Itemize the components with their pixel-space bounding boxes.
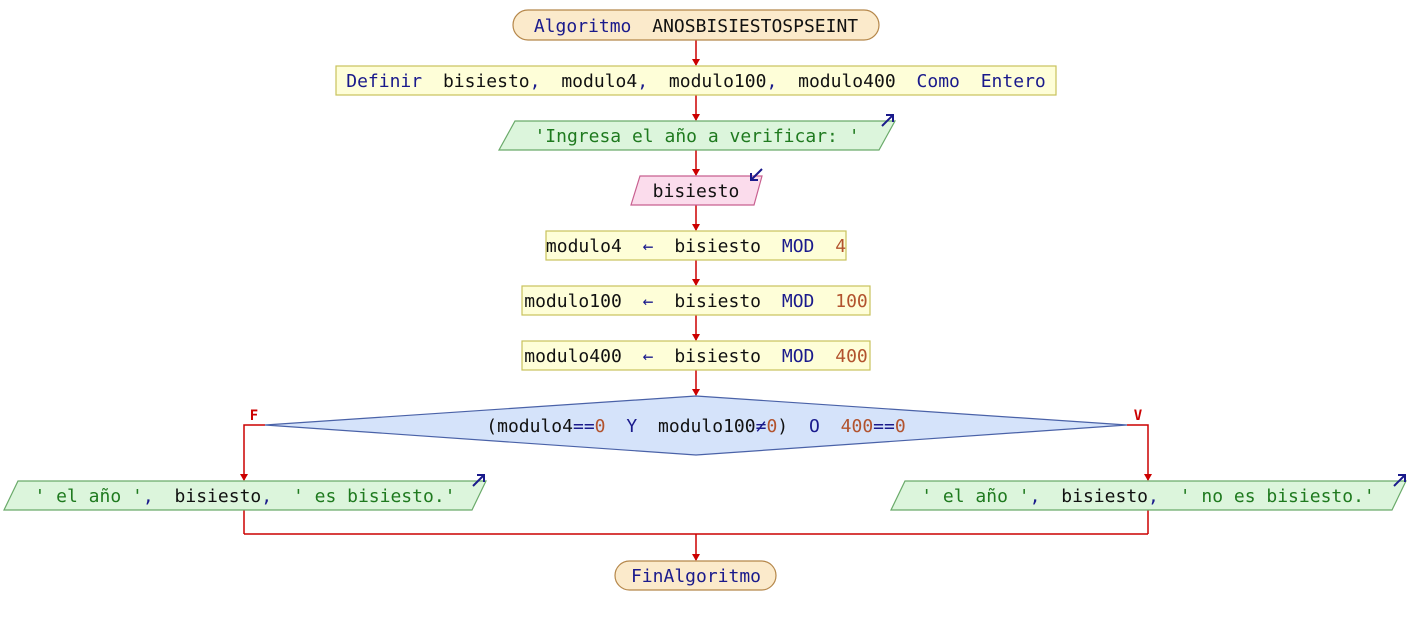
output-false-text: ' el año ', bisiesto, ' es bisiesto.' <box>34 486 455 507</box>
true-branch-label: V <box>1134 408 1143 424</box>
end-text: FinAlgoritmo <box>631 566 761 587</box>
assign-modulo400-node: modulo400 ← bisiesto MOD 400 <box>521 340 871 371</box>
prompt-output-shape <box>497 120 897 151</box>
define-text: Definir bisiesto, modulo4, modulo100, mo… <box>346 71 1046 92</box>
edge-decision-false <box>240 424 265 481</box>
input-arrow-icon <box>750 168 763 181</box>
output-false-shape <box>3 480 487 511</box>
assign-modulo100-text: modulo100 ← bisiesto MOD 100 <box>524 291 868 312</box>
output-arrow-icon <box>1393 474 1406 487</box>
read-input-text: bisiesto <box>653 181 740 202</box>
assign-modulo400-shape <box>521 340 871 371</box>
prompt-output-node: 'Ingresa el año a verificar: ' <box>497 114 897 151</box>
prompt-output-text: 'Ingresa el año a verificar: ' <box>534 126 859 147</box>
decision-shape <box>264 395 1128 456</box>
output-arrow-icon <box>472 474 485 487</box>
assign-modulo4-node: modulo4 ← bisiesto MOD 4 <box>545 230 847 261</box>
assign-modulo4-text: modulo4 ← bisiesto MOD 4 <box>546 236 846 257</box>
assign-modulo100-node: modulo100 ← bisiesto MOD 100 <box>521 285 871 316</box>
output-true-node: ' el año ', bisiesto, ' no es bisiesto.' <box>890 474 1407 511</box>
end-shape <box>614 560 777 591</box>
edges <box>240 40 1152 561</box>
edge-decision-true <box>1127 424 1152 481</box>
start-text: Algoritmo ANOSBISIESTOSPSEINT <box>534 16 858 37</box>
output-true-shape <box>890 480 1407 511</box>
decision-text: (modulo4==0 Y modulo100≠0) O 400==0 <box>486 416 905 437</box>
false-branch-label: F <box>250 408 258 424</box>
assign-modulo100-shape <box>521 285 871 316</box>
assign-modulo400-text: modulo400 ← bisiesto MOD 400 <box>524 346 868 367</box>
define-node: Definir bisiesto, modulo4, modulo100, mo… <box>335 65 1057 96</box>
output-false-node: ' el año ', bisiesto, ' es bisiesto.' <box>3 474 487 511</box>
output-true-text: ' el año ', bisiesto, ' no es bisiesto.' <box>921 486 1375 507</box>
define-shape <box>335 65 1057 96</box>
end-node: FinAlgoritmo <box>614 560 777 591</box>
start-shape <box>512 9 880 41</box>
start-node: Algoritmo ANOSBISIESTOSPSEINT <box>512 9 880 41</box>
decision-node: (modulo4==0 Y modulo100≠0) O 400==0 F V <box>250 395 1143 456</box>
output-arrow-icon <box>881 114 894 127</box>
read-input-node: bisiesto <box>630 168 763 206</box>
read-input-shape <box>630 175 763 206</box>
assign-modulo4-shape <box>545 230 847 261</box>
